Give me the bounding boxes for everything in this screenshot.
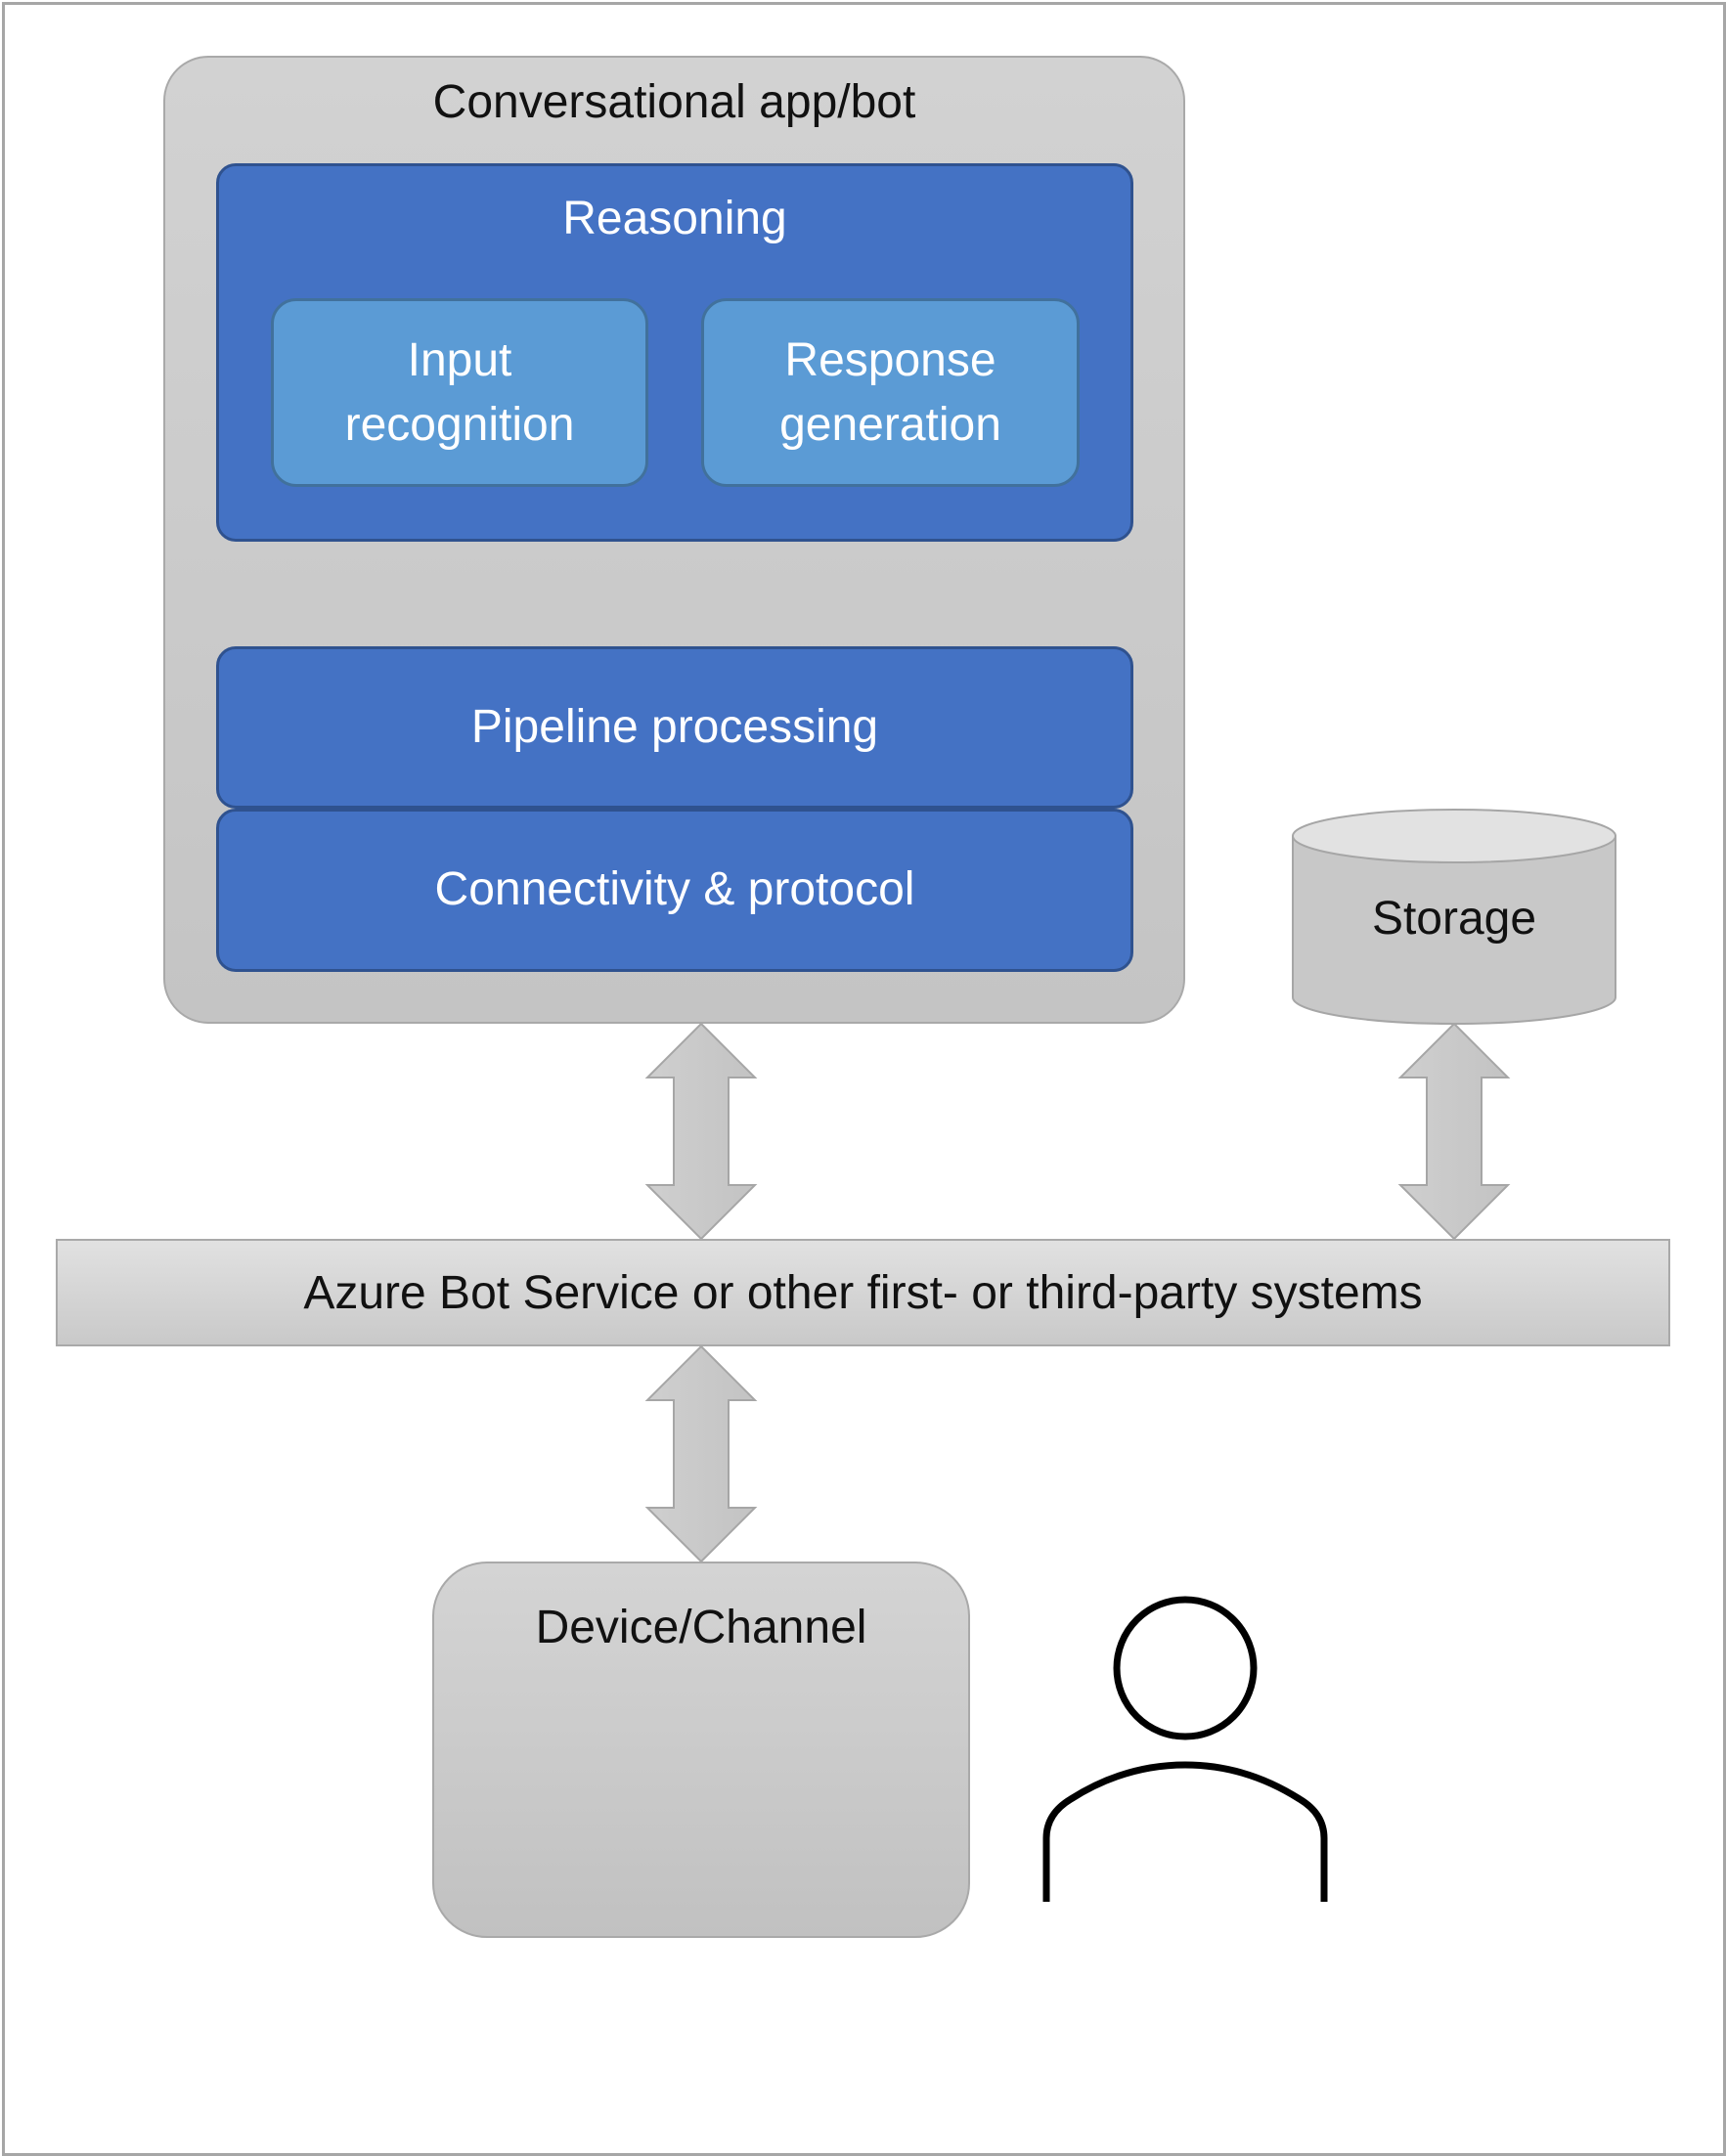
storage-label: Storage [1371,893,1537,945]
pipeline-processing-label: Pipeline processing [470,701,879,753]
reasoning-title: Reasoning [562,193,787,244]
connectivity-protocol-label: Connectivity & protocol [434,863,915,915]
response-generation-box: Response generation [701,298,1080,487]
service-bar-label: Azure Bot Service or other first- or thi… [303,1267,1423,1319]
connectivity-protocol-box: Connectivity & protocol [216,809,1133,972]
double-arrow-service-device [644,1344,758,1563]
response-generation-label: Response generation [779,334,1001,451]
storage-node: Storage [1293,880,1615,958]
input-recognition-label: Input recognition [344,334,575,451]
input-recognition-box: Input recognition [271,298,648,487]
double-arrow-storage-service [1397,1022,1511,1241]
device-channel-box: Device/Channel [432,1562,970,1938]
double-arrow-app-service [644,1022,758,1241]
device-channel-label: Device/Channel [535,1602,867,1653]
pipeline-processing-box: Pipeline processing [216,646,1133,809]
database-cylinder-icon [1292,809,1616,1025]
user-icon [1042,1596,1328,1902]
conversational-app-title: Conversational app/bot [432,76,916,128]
service-bar: Azure Bot Service or other first- or thi… [56,1239,1670,1346]
